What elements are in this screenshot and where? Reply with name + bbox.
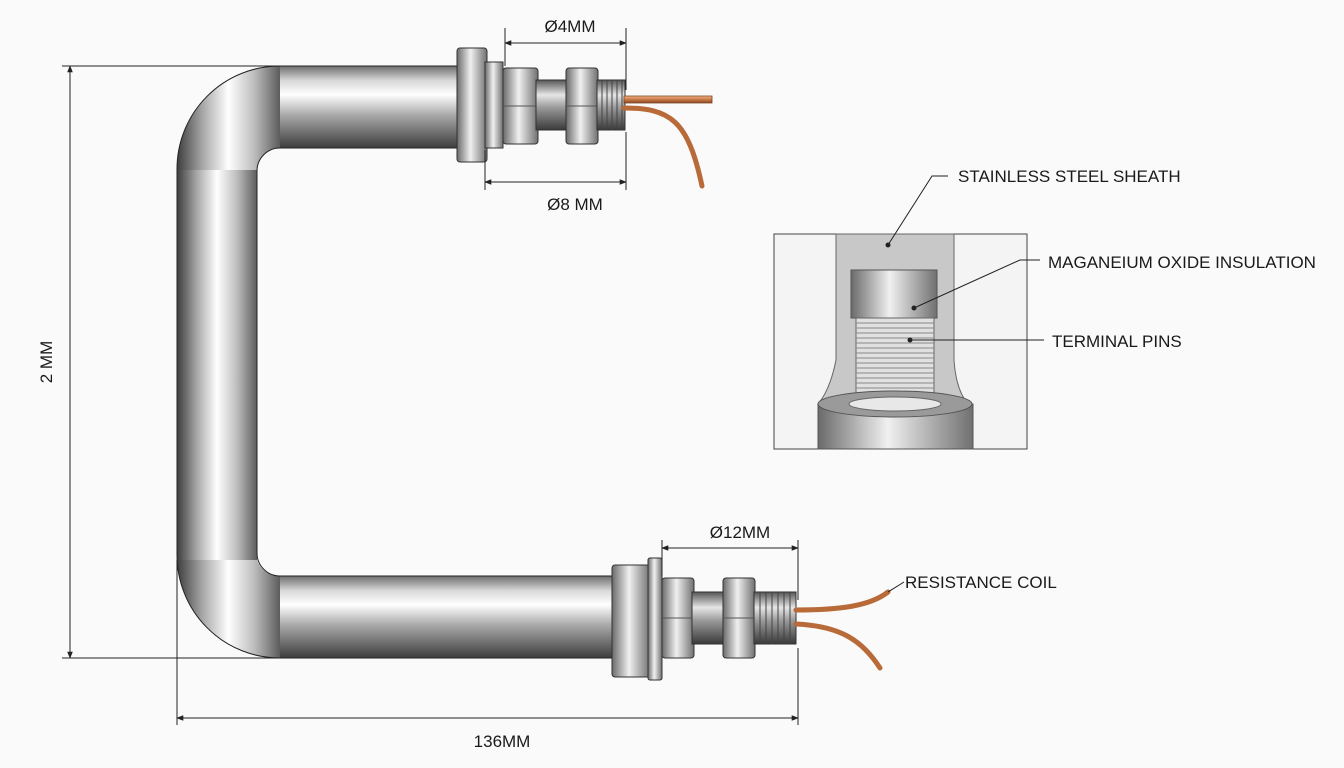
bottom-threaded-end — [753, 591, 797, 645]
top-terminal-assembly — [456, 47, 713, 189]
bottom-terminal-assembly — [611, 557, 891, 681]
top-threaded-end — [596, 79, 626, 131]
sheath-callout-label: STAINLESS STEEL SHEATH — [958, 167, 1181, 186]
bottom-wire-upper — [793, 589, 891, 613]
dim-top-outer-label: Ø4MM — [545, 17, 596, 36]
dim-width-label: 136MM — [474, 732, 531, 751]
bottom-wire-lower — [793, 621, 883, 671]
sheath-callout-dot — [885, 242, 891, 248]
dim-height-label: 2 MM — [37, 341, 56, 384]
insulation-callout-dot — [911, 305, 917, 311]
dim-bottom-label: Ø12MM — [710, 523, 770, 542]
resistance-coil-callout-label: RESISTANCE COIL — [905, 573, 1057, 592]
bottom-flange — [611, 564, 651, 678]
u-sheath-tube — [176, 65, 620, 659]
cross-section-inset — [773, 233, 1028, 450]
top-wire-straight — [623, 95, 713, 104]
terminal-pins-callout-label: TERMINAL PINS — [1052, 332, 1182, 351]
insulation-section — [850, 269, 938, 319]
pins-callout-dot — [907, 337, 913, 343]
insulation-callout-label: MAGANEIUM OXIDE INSULATION — [1048, 253, 1316, 272]
callout-leaders — [887, 175, 1044, 593]
top-wire-bent — [621, 105, 705, 189]
top-flange — [456, 47, 488, 163]
dimension-lines — [62, 28, 799, 725]
dim-top-inner-label: Ø8 MM — [547, 195, 603, 214]
